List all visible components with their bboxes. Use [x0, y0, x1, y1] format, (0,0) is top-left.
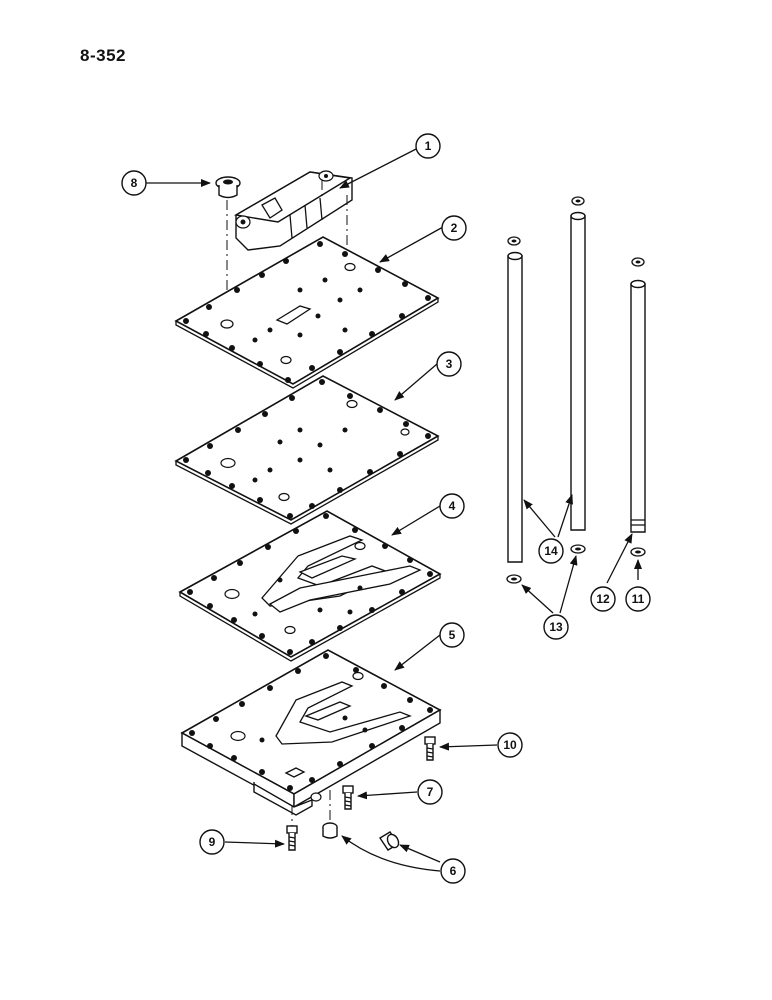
callout-12-label: 12: [596, 592, 610, 606]
plug-6a: [322, 822, 338, 839]
plate-4: [178, 510, 442, 662]
callout-5: 5: [439, 622, 465, 648]
callout-2: 2: [441, 215, 467, 241]
callout-14: 14: [538, 538, 564, 564]
rod-left: [506, 236, 523, 584]
callout-13-label: 13: [549, 620, 563, 634]
callout-11: 11: [625, 586, 651, 612]
bolt-9: [286, 825, 298, 851]
callout-14-label: 14: [544, 544, 558, 558]
callout-11-label: 11: [632, 592, 645, 606]
callout-6-label: 6: [450, 864, 457, 878]
plate-3: [174, 375, 440, 525]
callout-12: 12: [590, 586, 616, 612]
callout-3-label: 3: [446, 357, 453, 371]
callout-4-label: 4: [449, 499, 456, 513]
callout-1-label: 1: [425, 139, 432, 153]
callout-2-label: 2: [451, 221, 458, 235]
valve-body: [233, 170, 353, 251]
callout-7: 7: [417, 779, 443, 805]
bolt-10: [424, 736, 436, 761]
callout-8: 8: [121, 170, 147, 196]
callout-8-label: 8: [131, 176, 138, 190]
callout-13: 13: [543, 614, 569, 640]
plug-6b: [379, 831, 400, 851]
page-number: 8-352: [80, 46, 126, 65]
plate-2: [174, 236, 440, 389]
callout-10: 10: [497, 732, 523, 758]
plate-5: [180, 649, 442, 816]
rod-right: [630, 257, 646, 557]
callout-9-label: 9: [209, 835, 216, 849]
callout-4: 4: [439, 493, 465, 519]
callout-6: 6: [440, 858, 466, 884]
plug: [215, 176, 241, 199]
callout-7-label: 7: [427, 785, 434, 799]
callout-9: 9: [199, 829, 225, 855]
rod-middle: [570, 196, 586, 554]
leader-lines: [146, 146, 642, 872]
bolt-7: [342, 785, 354, 810]
callout-10-label: 10: [503, 738, 517, 752]
callout-1: 1: [415, 133, 441, 159]
callout-3: 3: [436, 351, 462, 377]
callout-5-label: 5: [449, 628, 456, 642]
